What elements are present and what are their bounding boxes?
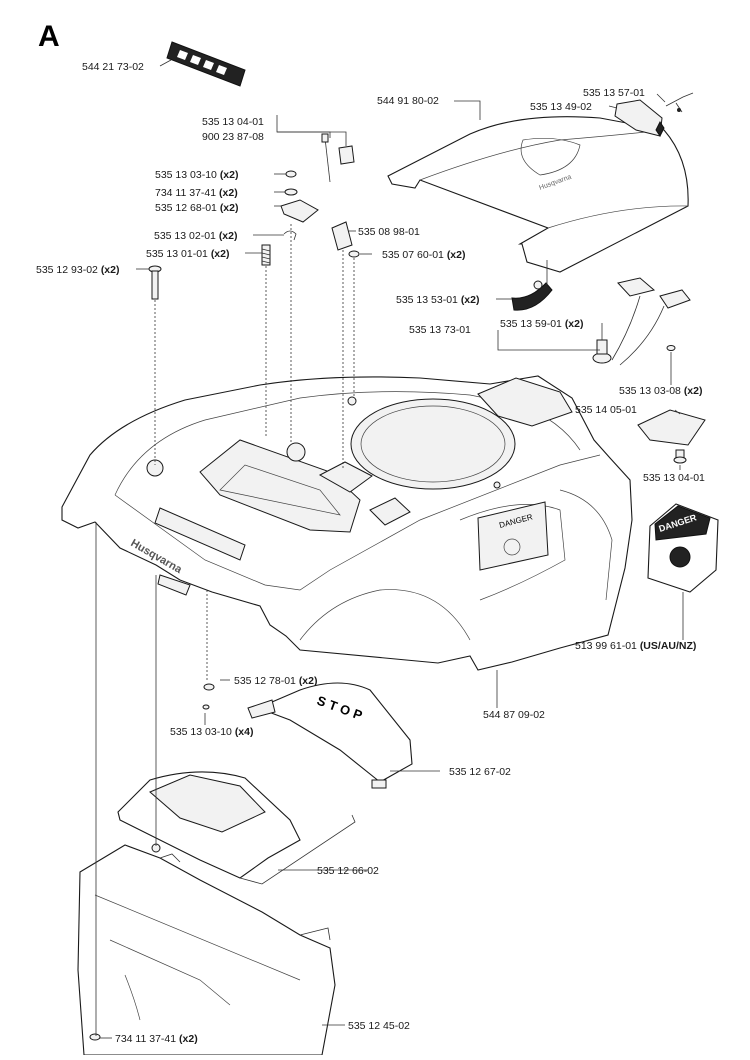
label-p11: 535 13 01-01 (x2) [146,248,230,260]
label-p08: 734 11 37-41 (x2) [155,187,238,199]
label-p18: 535 13 03-08 (x2) [619,385,703,397]
label-p14: 535 07 60-01 (x2) [382,249,466,261]
label-p05: 535 13 04-01 [202,116,264,128]
label-p10: 535 13 02-01 (x2) [154,230,238,242]
label-p15: 535 13 53-01 (x2) [396,294,480,306]
section-letter: A [38,20,60,53]
decal-warning-strip [166,41,246,87]
label-p27: 734 11 37-41 (x2) [115,1033,198,1045]
label-p26: 535 12 66-02 [317,865,379,877]
torsion-spring [665,92,694,113]
label-p04: 535 13 49-02 [530,101,592,113]
display-cover [117,771,356,885]
main-body-shell: DANGER Husqvarna [61,375,633,671]
hinge-bracket [511,280,553,311]
label-p20: 535 13 04-01 [643,472,705,484]
label-p22: 544 87 09-02 [483,709,545,721]
label-p25: 535 12 67-02 [449,766,511,778]
hardware-right-column [637,345,706,464]
label-p01: 544 21 73-02 [82,61,144,73]
stop-button-assembly: STOP [202,682,413,789]
label-p28: 535 12 45-02 [348,1020,410,1032]
label-p21: 513 99 61-01 (US/AU/NZ) [575,640,696,652]
top-cover: Husqvarna [387,116,689,273]
label-p17: 535 13 59-01 (x2) [500,318,584,330]
label-p16: 535 13 73-01 [409,324,471,336]
label-p23: 535 12 78-01 (x2) [234,675,318,687]
label-p12: 535 12 93-02 (x2) [36,264,120,276]
cable-tie-and-clamp [321,133,360,258]
label-p09: 535 12 68-01 (x2) [155,202,239,214]
sensor-bracket-cable [592,277,691,366]
callout-labels: 544 21 73-02 544 91 80-02 535 13 57-01 5… [36,61,705,1045]
bottom-chassis [77,844,336,1056]
hinge-lid-piece [614,99,665,137]
label-p06: 900 23 87-08 [202,131,264,143]
label-p24: 535 13 03-10 (x4) [170,726,254,738]
label-p13: 535 08 98-01 [358,226,420,238]
hardware-left-column [148,170,319,300]
label-p07: 535 13 03-10 (x2) [155,169,239,181]
danger-decal: DANGER [647,503,719,593]
leader-lines [95,59,684,1039]
label-p19: 535 14 05-01 [575,404,637,416]
label-p02: 544 91 80-02 [377,95,439,107]
label-p03: 535 13 57-01 [583,87,645,99]
